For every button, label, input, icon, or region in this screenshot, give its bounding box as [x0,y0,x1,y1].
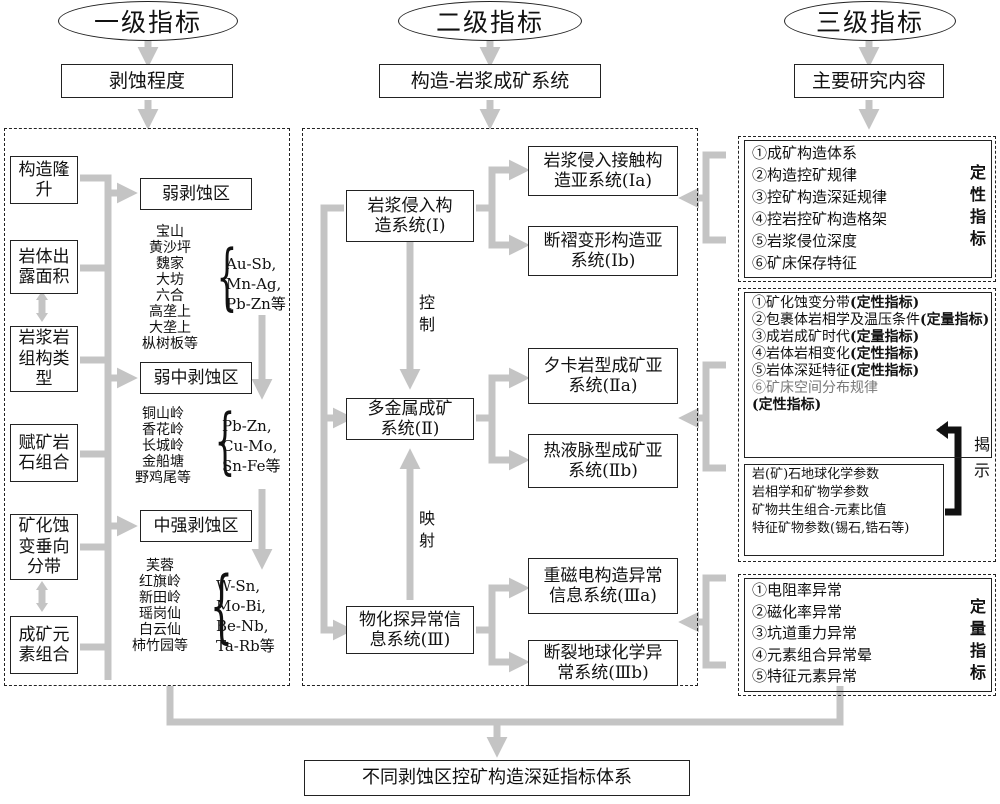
system-geophys-anomaly: 物化探异常信息系统(Ⅲ) [346,606,474,654]
content3-tag: 定量指标 [967,598,986,686]
content3-list: ①电阻率异常 ②磁化率异常 ③坑道重力异常 ④元素组合异常晕 ⑤特征元素异常 [752,581,873,685]
zone-weak: 弱剥蚀区 [140,178,252,210]
level1-header-text: 一级指标 [93,8,202,37]
content2-frame [738,288,996,562]
zone-mid-strong: 中强剥蚀区 [140,510,252,542]
content1-frame [738,136,996,282]
factor-magmatic-fabric: 岩浆岩组构类型 [10,326,78,392]
level3-header: 三级指标 [784,1,956,41]
level1-header: 一级指标 [58,1,238,41]
level3-title: 主要研究内容 [794,64,944,98]
factor-element-assoc: 成矿元素组合 [10,616,78,674]
factor-host-rock: 赋矿岩石组合 [10,424,78,482]
brace-strong: { [209,559,233,652]
content3-frame [738,574,996,696]
subsystem-1a: 岩浆侵入接触构造亚系统(Ⅰa) [528,146,678,196]
level2-panel [302,128,698,686]
subsystem-3b: 断裂地球化学异常系统(Ⅲb) [528,640,678,686]
factor-tectonic-uplift: 构造隆升 [10,156,78,204]
metals-weak: Au-Sb, Mn-Ag, Pb-Zn等 [226,255,286,313]
content1-tag: 定性指标 [967,164,986,252]
subsystem-1b: 断褶变形构造亚系统(Ⅰb) [528,226,678,276]
reveal-label: 揭示 [971,436,990,488]
params-list: 岩(矿)石地球化学参数 岩相学和矿物学参数 矿物共生组合-元素比值 特征矿物参数… [752,467,910,536]
metals-mid: Pb-Zn, Cu-Mo, Sn-Fe等 [222,417,281,475]
level2-header: 二级指标 [398,1,582,41]
subsystem-2b: 热液脉型成矿亚系统(Ⅱb) [528,434,678,488]
label-mapping: 映射 [418,509,435,550]
brace-weak: { [216,234,238,318]
params-box [744,464,944,556]
subsystem-3a: 重磁电构造异常信息系统(Ⅲa) [528,558,678,614]
level2-title: 构造-岩浆成矿系统 [379,64,601,98]
content1-inner [744,140,992,278]
content1-list: ①成矿构造体系 ②构造控矿规律 ③控矿构造深延规律 ④控岩控矿构造格架 ⑤岩浆侵… [752,144,888,272]
content2-inner [744,292,992,458]
result-box: 不同剥蚀区控矿构造深延指标体系 [304,760,690,796]
label-control: 控制 [418,293,435,334]
level3-header-text: 三级指标 [815,8,924,37]
system-magmatic-intrusion: 岩浆侵入构造系统(Ⅰ) [346,190,474,242]
level2-header-text: 二级指标 [435,8,544,37]
brace-mid: { [214,398,236,482]
content2-list: ①矿化蚀变分带(定性指标) ②包裹体岩相学及温压条件(定量指标) ③成岩成矿时代… [752,295,990,413]
metals-strong: W-Sn, Mo-Bi, Be-Nb, Ta-Rb等 [216,577,275,655]
factor-alteration-zoning: 矿化蚀变垂向分带 [10,514,78,580]
subsystem-2a: 夕卡岩型成矿亚系统(Ⅱa) [528,348,678,404]
system-polymetallic: 多金属成矿系统(Ⅱ) [346,398,474,440]
mines-strong: 芙蓉 红旗岭 新田岭 瑶岗仙 白云仙 柿竹园等 [132,558,188,654]
zone-weak-mid: 弱中剥蚀区 [140,362,252,394]
level1-panel [4,128,290,686]
level1-title: 剥蚀程度 [61,64,233,98]
content3-inner [744,578,992,692]
mines-weak: 宝山 黄沙坪 魏家 大坊 六合 高垄上 大垄上 枞树板等 [142,224,198,352]
mines-mid: 铜山岭 香花岭 长城岭 金船塘 野鸡尾等 [135,406,191,486]
factor-intrusion-exposure: 岩体出露面积 [10,240,78,294]
